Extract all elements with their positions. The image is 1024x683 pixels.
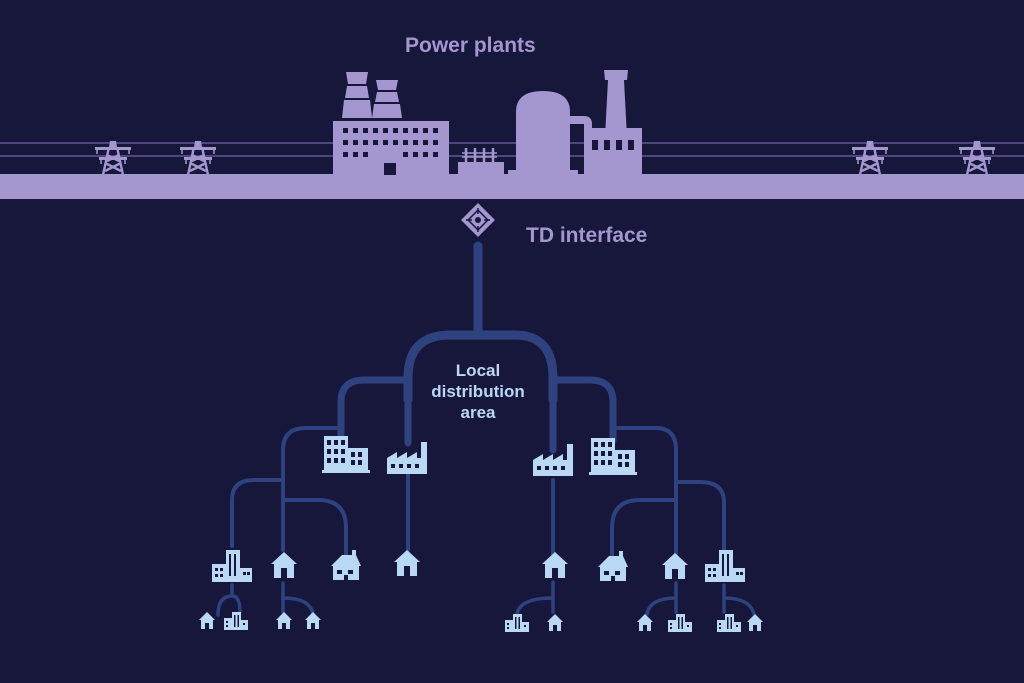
apartment-icon <box>705 550 745 582</box>
office-building-icon <box>322 436 370 473</box>
power-plant-icon <box>333 121 449 175</box>
cooling-tower-icon <box>342 72 402 118</box>
office-building-icon <box>589 438 637 475</box>
transmission-bus <box>0 174 1024 199</box>
house-icon <box>394 550 420 576</box>
house-icon <box>276 612 292 629</box>
house-icon <box>271 552 297 578</box>
transmission-tower-icon <box>93 139 133 177</box>
house-icon <box>199 612 215 629</box>
power-plants-label: Power plants <box>405 34 536 57</box>
distribution-network <box>216 241 756 617</box>
td-interface-icon <box>461 203 495 237</box>
apartment-icon <box>717 614 741 632</box>
apartment-icon <box>212 550 252 582</box>
house-icon <box>542 552 568 578</box>
td-interface-label: TD interface <box>526 224 648 247</box>
house-icon <box>305 612 321 629</box>
apartment-icon <box>224 612 248 630</box>
transmission-tower-icon <box>850 139 890 177</box>
apartment-icon <box>505 614 529 632</box>
factory-icon <box>387 442 427 474</box>
house-icon <box>662 553 688 579</box>
house-icon <box>747 614 763 631</box>
apartment-icon <box>668 614 692 632</box>
substation-icon <box>458 148 504 175</box>
house-icon <box>547 614 563 631</box>
transmission-tower-icon <box>178 139 218 177</box>
transmission-level <box>0 70 1024 199</box>
transmission-tower-icon <box>957 139 997 177</box>
house-icon <box>637 614 653 631</box>
local-distribution-area-label: Local distribution area <box>431 361 525 422</box>
reactor-dome-icon <box>508 70 642 175</box>
